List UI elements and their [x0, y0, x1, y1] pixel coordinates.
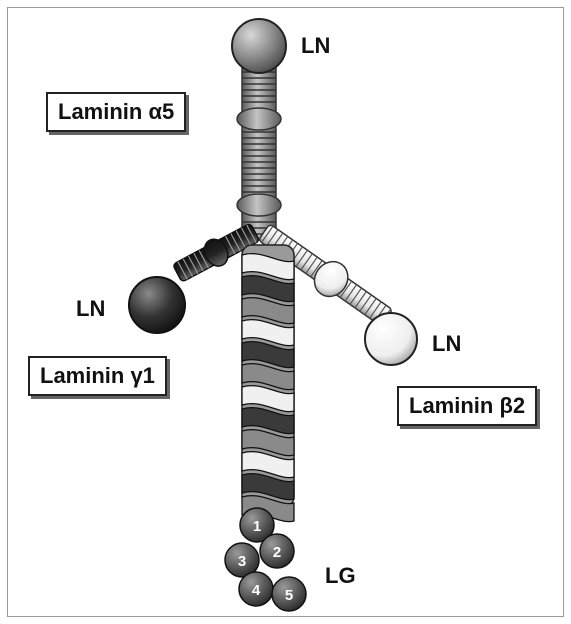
coiled-coil-long-arm — [242, 245, 294, 522]
lg-module-2-number: 2 — [273, 544, 281, 561]
gamma1-ln-label: LN — [76, 296, 105, 322]
laminin-alpha5-label: Laminin α5 — [46, 92, 186, 132]
laminin-gamma1-label: Laminin γ1 — [28, 356, 167, 396]
gamma1-ln-domain — [129, 277, 185, 333]
lg-module-4-number: 4 — [252, 582, 261, 599]
lg-label: LG — [325, 563, 356, 589]
lg-module-1-number: 1 — [253, 518, 261, 535]
alpha5-ln-label: LN — [301, 33, 330, 59]
lg-module-5-number: 5 — [285, 587, 293, 604]
beta2-ln-label: LN — [432, 331, 461, 357]
alpha5-ln-domain — [232, 19, 286, 73]
alpha5-short-arm — [232, 19, 286, 240]
lg-module-3-number: 3 — [238, 553, 246, 570]
beta2-ln-domain — [365, 313, 417, 365]
laminin-beta2-label: Laminin β2 — [397, 386, 537, 426]
lg-domains: 1 2 3 4 5 — [225, 508, 306, 611]
